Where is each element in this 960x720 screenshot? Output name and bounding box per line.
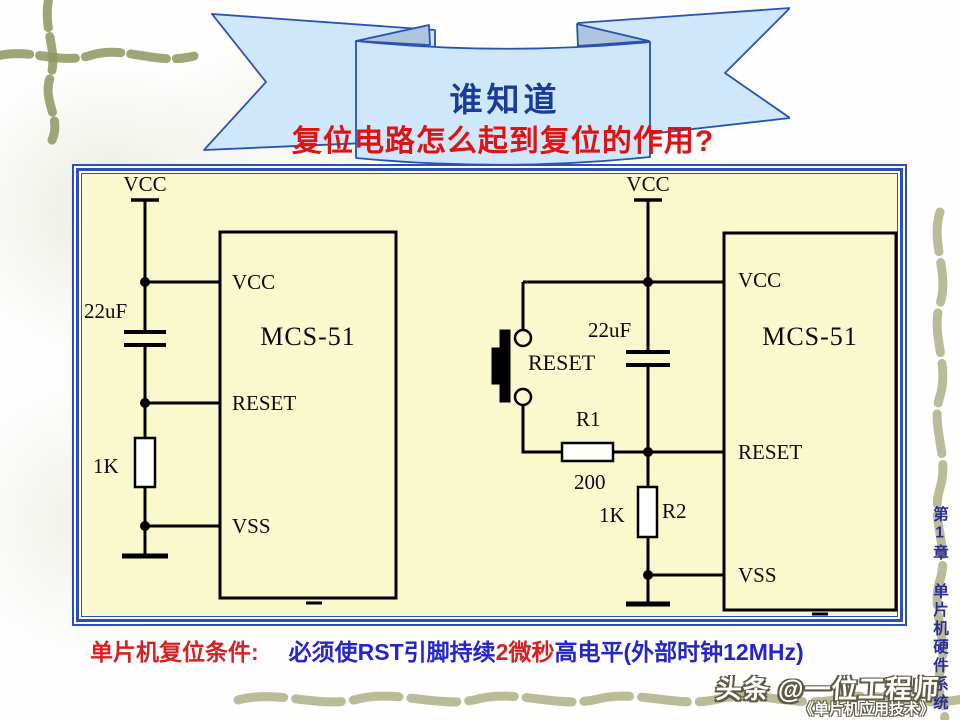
banner-question-line2: 复位电路怎么起到复位的作用? xyxy=(291,125,715,158)
caption-part1: 必须使RST引脚持续 xyxy=(288,639,496,665)
banner-question-line1: 谁知道 xyxy=(449,81,561,118)
right-resistor-r2-value: 1K xyxy=(599,503,625,527)
left-chip-pin-vcc: VCC xyxy=(232,270,276,294)
circuit-panel-canvas xyxy=(81,173,898,617)
circuit-panel-frame xyxy=(72,164,907,626)
reset-button-label: RESET xyxy=(528,350,596,375)
right-chip-pin-reset: RESET xyxy=(738,440,803,464)
right-resistor-r1-name: R1 xyxy=(576,407,601,431)
right-vcc-rail-label: VCC xyxy=(626,172,670,196)
ribbon-left-fold xyxy=(355,24,431,46)
right-resistor-r2-name: R2 xyxy=(662,499,687,523)
reset-condition-caption: 单片机复位条件: 必须使RST引脚持续2微秒高电平(外部时钟12MHz) xyxy=(90,639,950,665)
vine-top-left-branch xyxy=(0,47,199,64)
right-chip-pin-vcc: VCC xyxy=(738,268,782,292)
watermark-book-title: 《单片机应用技术》 xyxy=(798,701,934,718)
left-capacitor-value: 22uF xyxy=(84,299,128,323)
left-vcc-rail-label: VCC xyxy=(123,172,167,196)
circuit-panel-frame-middle xyxy=(76,168,903,622)
caption-part2: 2微秒 xyxy=(495,639,555,665)
left-chip-pin-vss: VSS xyxy=(232,514,271,538)
caption-label: 单片机复位条件: xyxy=(90,639,259,665)
right-chip-name: MCS-51 xyxy=(762,322,858,351)
vine-top-left-stem xyxy=(42,0,60,145)
right-resistor-r1-value: 200 xyxy=(574,470,606,494)
left-chip-name: MCS-51 xyxy=(260,322,356,351)
right-chip-pin-vss: VSS xyxy=(738,563,777,587)
left-resistor-value: 1K xyxy=(93,454,119,478)
left-chip-pin-reset: RESET xyxy=(232,391,297,415)
caption-part3: 高电平(外部时钟12MHz) xyxy=(554,639,804,665)
ribbon-right-fold xyxy=(576,23,650,47)
right-capacitor-value: 22uF xyxy=(588,318,632,342)
